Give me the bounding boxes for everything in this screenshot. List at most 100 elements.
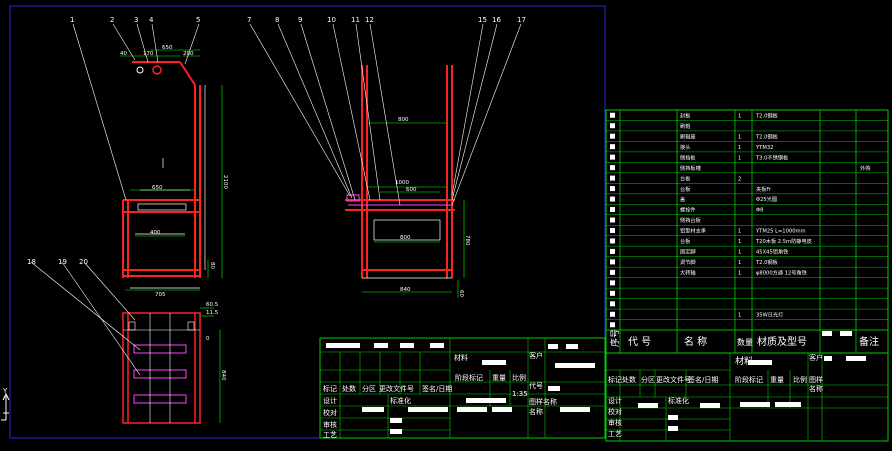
parts-row-marker (610, 186, 615, 192)
balloon-18: 18 (27, 258, 36, 266)
parts-row-marker (610, 290, 615, 296)
title-block-left: 材料 客户 阶段标记 重量 比例 代号 1:35 图样名称 名称 标记 处数 分… (319, 337, 606, 439)
parts-row-marker (610, 311, 615, 317)
parts-row-marker (610, 227, 615, 233)
parts-cell-spec: 45X45铝角铁 (756, 248, 788, 256)
plan-dim-d3: 0 (206, 336, 210, 342)
parts-cell-qty: 1 (738, 155, 741, 161)
tbl-check: 校对 (323, 408, 337, 417)
parts-row-marker (610, 123, 615, 129)
front-dim-width-inner: 650 (152, 185, 163, 191)
front-dim-top-a: 40 (120, 51, 127, 57)
balloon-3: 3 (134, 16, 138, 24)
tbr-drawing: 图样 (809, 375, 823, 384)
parts-row-marker (610, 322, 615, 328)
front-dim-height: 2100 (222, 175, 228, 189)
front-dim-foot: 80 (209, 262, 215, 269)
parts-cell-qty: 1 (738, 312, 741, 318)
parts-row-marker (610, 207, 615, 213)
tbl-change-doc: 更改文件号 (379, 384, 414, 393)
tbr-customer: 客户 (809, 353, 823, 362)
tbl-scale-value: 1:35 (512, 390, 528, 398)
balloon-10: 10 (327, 16, 336, 24)
front-dim-bottom: 705 (155, 292, 166, 298)
parts-cell-qty: 1 (738, 250, 741, 256)
tbl-design: 设计 (323, 396, 337, 405)
parts-row-marker (610, 165, 615, 171)
parts-cell-name: 调节脚 (680, 258, 696, 266)
parts-cell-name: 盖 (680, 195, 685, 203)
tbl-name: 名称 (529, 407, 543, 416)
parts-cell-qty: 1 (738, 229, 741, 235)
parts-cell-spec: 35W日光灯 (756, 310, 783, 318)
parts-cell-spec: T3.0不锈钢板 (755, 153, 789, 161)
parts-cell-note: 外购 (860, 164, 870, 172)
parts-row-marker (610, 269, 615, 275)
parts-row-marker (610, 248, 615, 254)
parts-cell-spec: YTM25 L=1000mm (755, 229, 806, 235)
title-block-right: 材料 客户 阶段标记 重量 比例 图样 名称 标记 处数 分区 更改文件号 签名… (605, 352, 889, 442)
parts-header-seq: 序号 (609, 329, 621, 347)
parts-cell-name: 台板 (680, 185, 691, 193)
parts-row-marker (610, 217, 615, 223)
tbr-count: 处数 (622, 375, 636, 384)
parts-cell-spec: Φ8 (756, 208, 763, 214)
parts-cell-name: 刷辊 (680, 122, 690, 130)
parts-row-marker (610, 133, 615, 139)
parts-cell-name: 螺栓件 (680, 206, 696, 214)
tbl-standardize: 标准化 (390, 396, 411, 405)
front-dim-inner: 400 (150, 230, 161, 236)
side-dim-bottom: 840 (400, 287, 411, 293)
parts-cell-qty: 1 (738, 239, 741, 245)
plan-dim-d1: 60.5 (206, 302, 219, 308)
front-view: 40 170 650 200 2100 650 400 80 705 (120, 45, 228, 298)
balloon-8: 8 (275, 16, 279, 24)
parts-row-marker (610, 238, 615, 244)
tbr-weight: 重量 (770, 376, 784, 384)
parts-row-marker (610, 144, 615, 150)
parts-cell-spec: T2.0钢板 (755, 132, 779, 140)
parts-cell-name: 侧挡板槽 (680, 164, 701, 172)
tbr-review: 审核 (608, 418, 622, 427)
tbl-drawing-name: 图样名称 (529, 397, 557, 406)
balloon-20: 20 (79, 258, 88, 266)
tbl-process: 工艺 (323, 431, 337, 439)
parts-row-marker (610, 301, 615, 307)
side-dim-mid: 1000 (395, 180, 409, 186)
parts-header-qty: 数量 (737, 337, 753, 347)
tbr-name: 名称 (809, 384, 823, 393)
tbr-stage: 阶段标记 (735, 375, 763, 384)
tbr-zone: 分区 (641, 375, 655, 384)
parts-cell-name: 大转轴 (680, 269, 696, 277)
parts-cell-qty: 1 (738, 260, 741, 266)
parts-header-name: 名 称 (684, 335, 707, 348)
balloon-1: 1 (70, 16, 74, 24)
tbr-mark: 标记 (608, 375, 622, 384)
front-dim-top-c: 650 (162, 45, 173, 51)
parts-cell-qty: 1 (738, 113, 741, 119)
parts-cell-spec: T20木板 2.5m防静电皮 (755, 237, 812, 245)
side-view: 800 1000 600 800 780 60 840 (345, 65, 470, 298)
parts-cell-name: 接头 (680, 143, 690, 151)
parts-cell-spec: T2.0钢板 (755, 258, 779, 266)
parts-cell-qty: 1 (738, 134, 741, 140)
tbl-weight: 重量 (492, 374, 506, 382)
balloon-12: 12 (365, 16, 374, 24)
tbr-scale: 比例 (793, 375, 807, 384)
side-dim-foot: 60 (458, 290, 464, 297)
parts-row-marker (610, 196, 615, 202)
side-dim-mid2: 600 (406, 187, 417, 193)
tbr-standardize: 标准化 (668, 396, 689, 405)
parts-cell-name: 台板 (680, 237, 691, 245)
balloon-15: 15 (478, 16, 487, 24)
plan-view: 60.5 11.5 0 840 (122, 302, 226, 424)
parts-cell-spec: YTM32 (755, 145, 773, 151)
parts-cell-name: 封板 (680, 111, 691, 119)
tbl-code: 代号 (529, 381, 543, 390)
leaders (30, 23, 522, 376)
parts-cell-spec: T2.0钢板 (755, 111, 779, 119)
parts-cell-qty: 1 (738, 271, 741, 277)
plan-dim-d2: 11.5 (206, 310, 219, 316)
